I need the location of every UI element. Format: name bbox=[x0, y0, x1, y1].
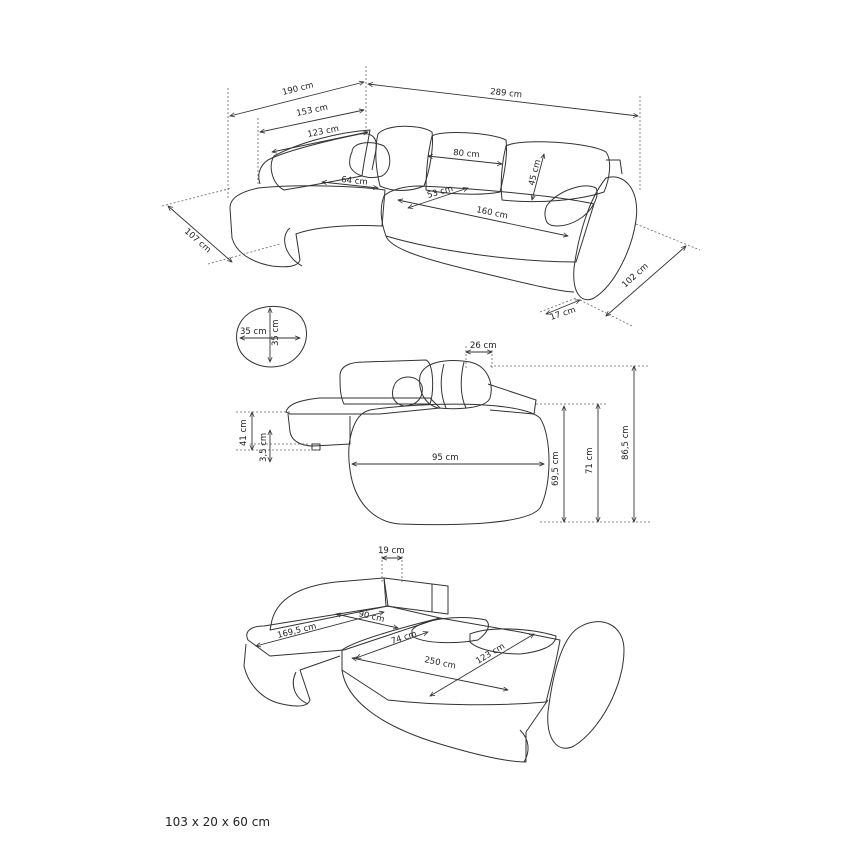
dim-69-5-label: 69,5 cm bbox=[551, 451, 561, 486]
dim-pillow-width-label: 35 cm bbox=[240, 327, 266, 337]
bed-left-front-curve bbox=[292, 671, 309, 705]
bed-pillow-2 bbox=[469, 628, 557, 655]
dim-19-label: 19 cm bbox=[378, 546, 404, 556]
dim-45-label: 45 cm bbox=[527, 159, 543, 187]
top-view-sofa bbox=[229, 125, 638, 300]
bed-main-base bbox=[341, 669, 549, 763]
side-striped-pillow bbox=[419, 360, 492, 410]
corner-cushion bbox=[375, 125, 433, 191]
dim-17-label: 17 cm bbox=[549, 305, 577, 323]
dim-64-label: 64 cm bbox=[341, 175, 368, 188]
side-pillow-stripe-1 bbox=[440, 363, 447, 409]
dim-160-line bbox=[398, 200, 568, 236]
dim-102-line bbox=[606, 246, 686, 316]
dim-90-label: 90 cm bbox=[357, 609, 385, 625]
bed-storage-box bbox=[383, 577, 449, 615]
dim-80-label: 80 cm bbox=[453, 148, 480, 160]
left-chaise-front bbox=[284, 227, 303, 267]
dim-3-5-label: 3,5 cm bbox=[259, 433, 269, 462]
dim-26-label: 26 cm bbox=[470, 341, 496, 351]
dim-74-line bbox=[356, 632, 428, 658]
bed-view-sofa bbox=[243, 577, 625, 763]
side-view-dimensions: 26 cm 41 cm 3,5 cm 95 cm 69,5 cm 71 cm 8… bbox=[236, 341, 650, 522]
side-round-pillow bbox=[391, 376, 423, 407]
dim-153-line bbox=[260, 110, 364, 132]
right-back-cushion bbox=[500, 141, 611, 203]
side-pillow-stripe-2 bbox=[460, 361, 467, 409]
dim-169-5-line bbox=[256, 612, 384, 646]
dim-123-back-line bbox=[272, 132, 368, 152]
dim-123-bed-line bbox=[430, 634, 534, 696]
dim-71-label: 71 cm bbox=[585, 448, 595, 474]
dim-289-line bbox=[368, 84, 638, 116]
side-right-back bbox=[487, 383, 537, 415]
dim-102-label: 102 cm bbox=[620, 261, 650, 290]
footer-dimensions-text: 103 x 20 x 60 cm bbox=[165, 815, 271, 829]
dim-153-label: 153 cm bbox=[296, 103, 329, 119]
right-base-front bbox=[385, 235, 575, 293]
bed-base-front-curve bbox=[519, 729, 529, 763]
dim-289-label: 289 cm bbox=[490, 87, 523, 100]
left-chaise-seat bbox=[229, 185, 386, 268]
dim-pillow-height-label: 35 cm bbox=[271, 320, 281, 346]
dim-45-line bbox=[532, 154, 544, 200]
pillow-detail: 35 cm 35 cm bbox=[236, 305, 308, 368]
dim-160-label: 160 cm bbox=[475, 205, 508, 221]
side-seat-base bbox=[287, 413, 351, 447]
top-view-dimensions: 190 cm 153 cm 289 cm 123 cm 80 cm 45 cm … bbox=[161, 66, 701, 327]
dim-80-line bbox=[428, 156, 502, 164]
pillow-outline bbox=[236, 305, 308, 368]
dim-17-line bbox=[546, 300, 580, 314]
side-back-cushion bbox=[339, 359, 434, 405]
dim-86-5-label: 86,5 cm bbox=[621, 425, 631, 460]
bed-left-backrest bbox=[269, 577, 389, 631]
dim-41-label: 41 cm bbox=[239, 420, 249, 446]
dim-74-label: 74 cm bbox=[390, 629, 418, 647]
side-seat-body bbox=[285, 397, 441, 415]
round-armrest bbox=[573, 176, 638, 300]
side-leg bbox=[311, 443, 321, 451]
bed-pillow-1 bbox=[411, 617, 489, 644]
dim-95-label: 95 cm bbox=[432, 453, 458, 463]
dim-250-label: 250 cm bbox=[423, 655, 456, 671]
bed-round-armrest bbox=[547, 621, 625, 749]
dim-190-label: 190 cm bbox=[281, 80, 314, 97]
dim-64-line bbox=[322, 182, 378, 188]
right-back-frame bbox=[606, 159, 623, 175]
dim-107-line bbox=[168, 206, 232, 262]
dim-190-line bbox=[230, 82, 364, 116]
side-armrest bbox=[348, 403, 550, 526]
dim-123-bed-label: 123 cm bbox=[474, 642, 506, 667]
round-pillow bbox=[349, 142, 391, 179]
bed-left-base bbox=[243, 643, 341, 707]
right-seat bbox=[380, 185, 595, 263]
side-view-sofa bbox=[285, 359, 550, 526]
